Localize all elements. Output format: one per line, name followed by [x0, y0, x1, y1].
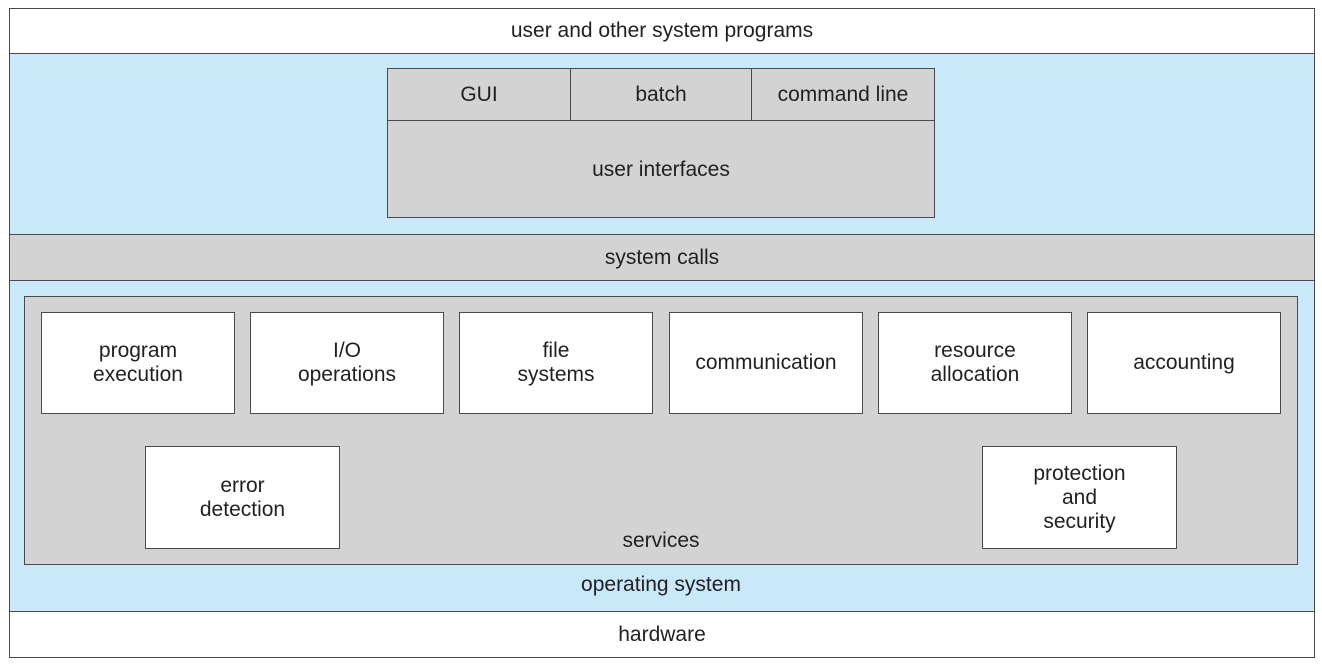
- service-accounting-label: accounting: [1133, 351, 1235, 374]
- system-calls-layer: system calls: [9, 234, 1315, 281]
- user-interfaces-label: user interfaces: [592, 158, 730, 181]
- service-program-execution-label: program execution: [93, 339, 183, 386]
- ui-gui-label: GUI: [460, 82, 498, 106]
- service-error-detection-label: error detection: [199, 473, 286, 521]
- service-file-systems-label: file systems: [517, 339, 595, 386]
- ui-batch-label: batch: [635, 82, 687, 106]
- service-communication-label: communication: [695, 351, 837, 374]
- service-io-operations: I/O operations: [250, 312, 444, 414]
- hardware-label: hardware: [618, 622, 706, 646]
- system-calls-label: system calls: [604, 245, 720, 269]
- service-resource-allocation: resource allocation: [878, 312, 1072, 414]
- hardware-layer: hardware: [9, 611, 1315, 658]
- service-program-execution: program execution: [41, 312, 235, 414]
- ui-gui-cell: GUI: [387, 68, 571, 121]
- service-resource-allocation-label: resource allocation: [930, 339, 1020, 386]
- service-communication: communication: [669, 312, 863, 414]
- user-programs-layer: user and other system programs: [9, 8, 1315, 54]
- ui-command-line-label: command line: [777, 82, 909, 106]
- ui-batch-cell: batch: [570, 68, 752, 121]
- service-protection-security-label: protection and security: [1033, 461, 1126, 533]
- service-protection-security: protection and security: [982, 446, 1177, 549]
- user-programs-label: user and other system programs: [510, 19, 814, 42]
- services-label: services: [622, 529, 700, 552]
- service-accounting: accounting: [1087, 312, 1281, 414]
- operating-system-label: operating system: [581, 573, 741, 596]
- service-error-detection: error detection: [145, 446, 340, 549]
- ui-command-line-cell: command line: [751, 68, 935, 121]
- service-io-operations-label: I/O operations: [297, 339, 397, 386]
- service-file-systems: file systems: [459, 312, 653, 414]
